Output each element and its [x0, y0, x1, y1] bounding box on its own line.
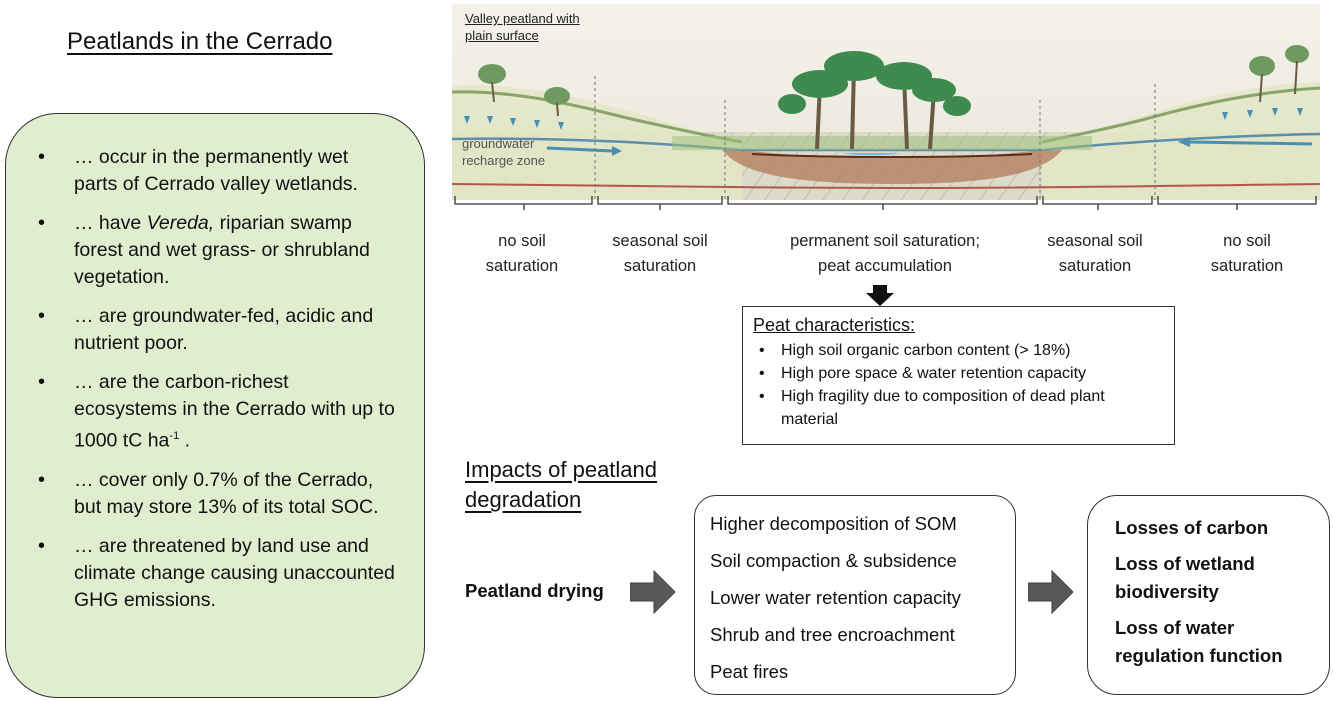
valley-peatland-illustration: groundwater recharge zone	[452, 4, 1320, 200]
fact-item: … are groundwater-fed, acidic and nutrie…	[38, 303, 396, 357]
fact-item: … occur in the permanently wet parts of …	[38, 144, 396, 198]
zone-label-permanent: permanent soil saturation;peat accumulat…	[790, 232, 980, 275]
illustration-title: Valley peatland with plain surface	[465, 11, 580, 43]
process-item: Peat fires	[710, 661, 789, 682]
peat-characteristic-item: High soil organic carbon content (> 18%)	[753, 339, 1162, 362]
arrow-right-icon	[630, 570, 676, 614]
peatland-drying-label: Peatland drying	[465, 580, 604, 601]
facts-list: … occur in the permanently wet parts of …	[38, 144, 396, 614]
peatland-facts-box: … occur in the permanently wet parts of …	[5, 113, 425, 698]
peat-characteristics-title: Peat characteristics:	[753, 315, 916, 335]
degradation-processes-box: Higher decomposition of SOM Soil compact…	[694, 495, 1016, 695]
fact-item: … are the carbon-richest ecosystems in t…	[38, 369, 396, 455]
zone-brackets	[454, 196, 1317, 210]
page-title: Peatlands in the Cerrado	[67, 28, 333, 55]
groundwater-label-2: recharge zone	[462, 153, 545, 168]
impacts-title: Impacts of peatland degradation	[465, 457, 658, 512]
arrow-right-icon	[1028, 570, 1074, 614]
process-item: Higher decomposition of SOM	[710, 513, 957, 534]
fact-item: … cover only 0.7% of the Cerrado, but ma…	[38, 467, 396, 521]
peat-characteristic-item: High pore space & water retention capaci…	[753, 362, 1162, 385]
process-item: Shrub and tree encroachment	[710, 624, 955, 645]
peat-characteristics-box: Peat characteristics: High soil organic …	[742, 306, 1175, 445]
process-item: Lower water retention capacity	[710, 587, 961, 608]
fact-item: … are threatened by land use and climate…	[38, 533, 396, 614]
peat-characteristics-list: High soil organic carbon content (> 18%)…	[753, 339, 1162, 431]
fact-item: … have Vereda, riparian swamp forest and…	[38, 210, 396, 291]
process-item: Soil compaction & subsidence	[710, 550, 957, 571]
loss-item: Losses of carbon	[1115, 517, 1269, 538]
down-arrow-icon	[866, 285, 894, 306]
peat-characteristic-item: High fragility due to composition of dea…	[753, 385, 1162, 431]
groundwater-label-1: groundwater	[462, 136, 535, 151]
